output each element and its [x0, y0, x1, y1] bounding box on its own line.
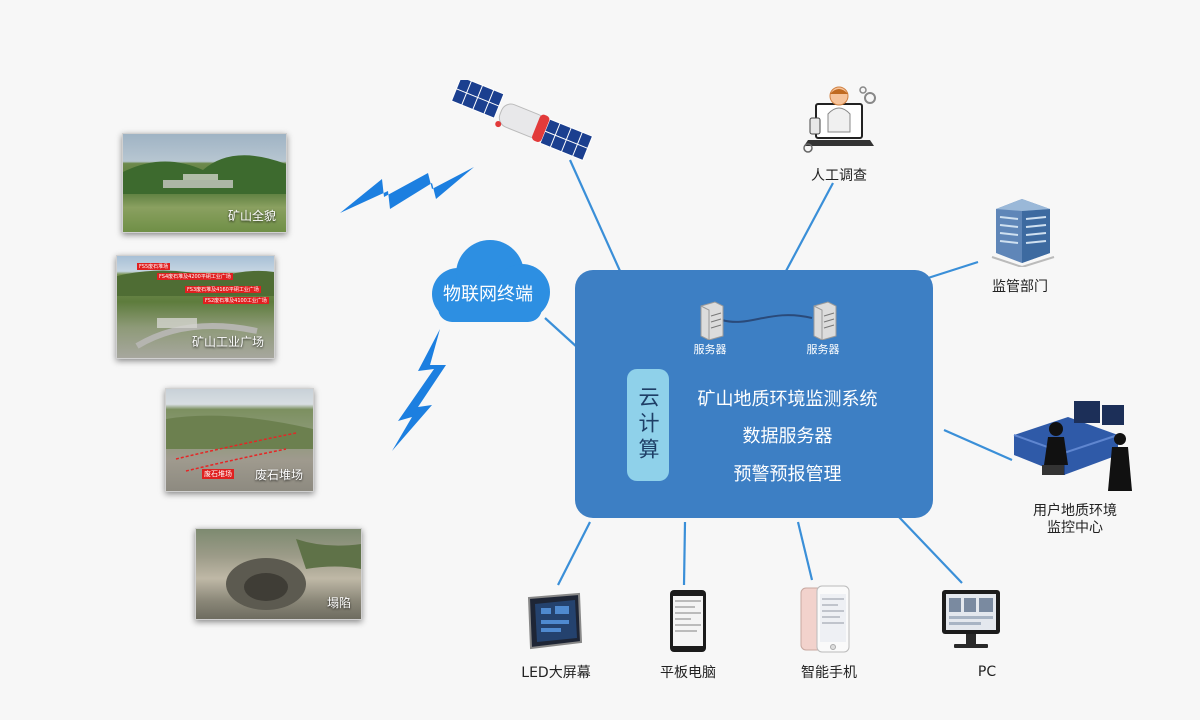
server-connection [721, 314, 813, 323]
photo-tag: FS4废石堆及4200平硐工业广场 [157, 273, 233, 280]
manual-survey-icon [803, 86, 876, 153]
photo-caption: 矿山全貌 [227, 209, 276, 223]
led-screen-icon [527, 592, 583, 650]
photo-mine-overview: 矿山全貌 [122, 133, 287, 233]
satellite-icon [450, 80, 593, 162]
smartphone-icon [800, 585, 850, 653]
photo-caption: 矿山工业广场 [191, 335, 264, 349]
server-icon [700, 301, 724, 340]
workstation-icon [1013, 401, 1132, 491]
photo-caption: 废石堆场 [254, 468, 303, 482]
cloud-compute-box: 云计算 [627, 369, 669, 481]
line-user-center [943, 428, 1013, 462]
led-screen-label: LED大屏幕 [521, 665, 591, 681]
smartphone-label: 智能手机 [801, 665, 857, 681]
function-monitoring-system: 矿山地质环境监测系统 [697, 389, 878, 410]
tablet-icon [670, 590, 706, 652]
user-center-label: 用户地质环境 监控中心 [1010, 503, 1140, 537]
photo-tag: FS5废石堆场 [137, 263, 171, 270]
iot-terminal-label: 物联网终端 [443, 284, 533, 305]
line-supervision [927, 260, 979, 280]
server-label: 服务器 [806, 343, 840, 356]
photo-tag: FS3废石堆及4160平硐工业广场 [185, 286, 261, 293]
lightning-icon [340, 167, 474, 213]
photo-industrial-plaza: FS5废石堆场 FS4废石堆及4200平硐工业广场 FS3废石堆及4160平硐工… [116, 255, 275, 359]
function-warning-management: 预警预报管理 [733, 464, 842, 485]
manual-survey-label: 人工调查 [811, 168, 867, 184]
cloud-icon [432, 240, 550, 322]
photo-subsidence: 塌陷 [195, 528, 362, 620]
photo-tag: FS2废石堆及4100工业广场 [203, 297, 269, 304]
line-led [557, 521, 591, 586]
building-icon [991, 199, 1055, 267]
photo-caption: 塌陷 [326, 596, 351, 610]
server-label: 服务器 [693, 343, 727, 356]
user-center-label-line1: 用户地质环境 [1033, 503, 1117, 519]
user-center-label-line2: 监控中心 [1047, 520, 1103, 536]
line-pc [897, 515, 963, 584]
line-manual-survey [785, 182, 834, 272]
line-phone [796, 521, 814, 581]
pc-label: PC [977, 664, 997, 680]
photo-waste-heap: 废石堆场 废石堆场 [165, 388, 314, 492]
tablet-label: 平板电脑 [660, 665, 716, 681]
cloud-compute-label: 云计算 [636, 386, 660, 464]
lightning-icon [392, 329, 446, 451]
line-satellite [568, 159, 622, 272]
server-icon [813, 301, 837, 340]
pc-icon [942, 590, 1000, 648]
line-tablet [682, 521, 687, 586]
function-data-server: 数据服务器 [742, 426, 833, 447]
line-iot [544, 317, 579, 349]
photo-tag: 废石堆场 [202, 469, 234, 479]
supervision-label: 监管部门 [992, 279, 1048, 295]
